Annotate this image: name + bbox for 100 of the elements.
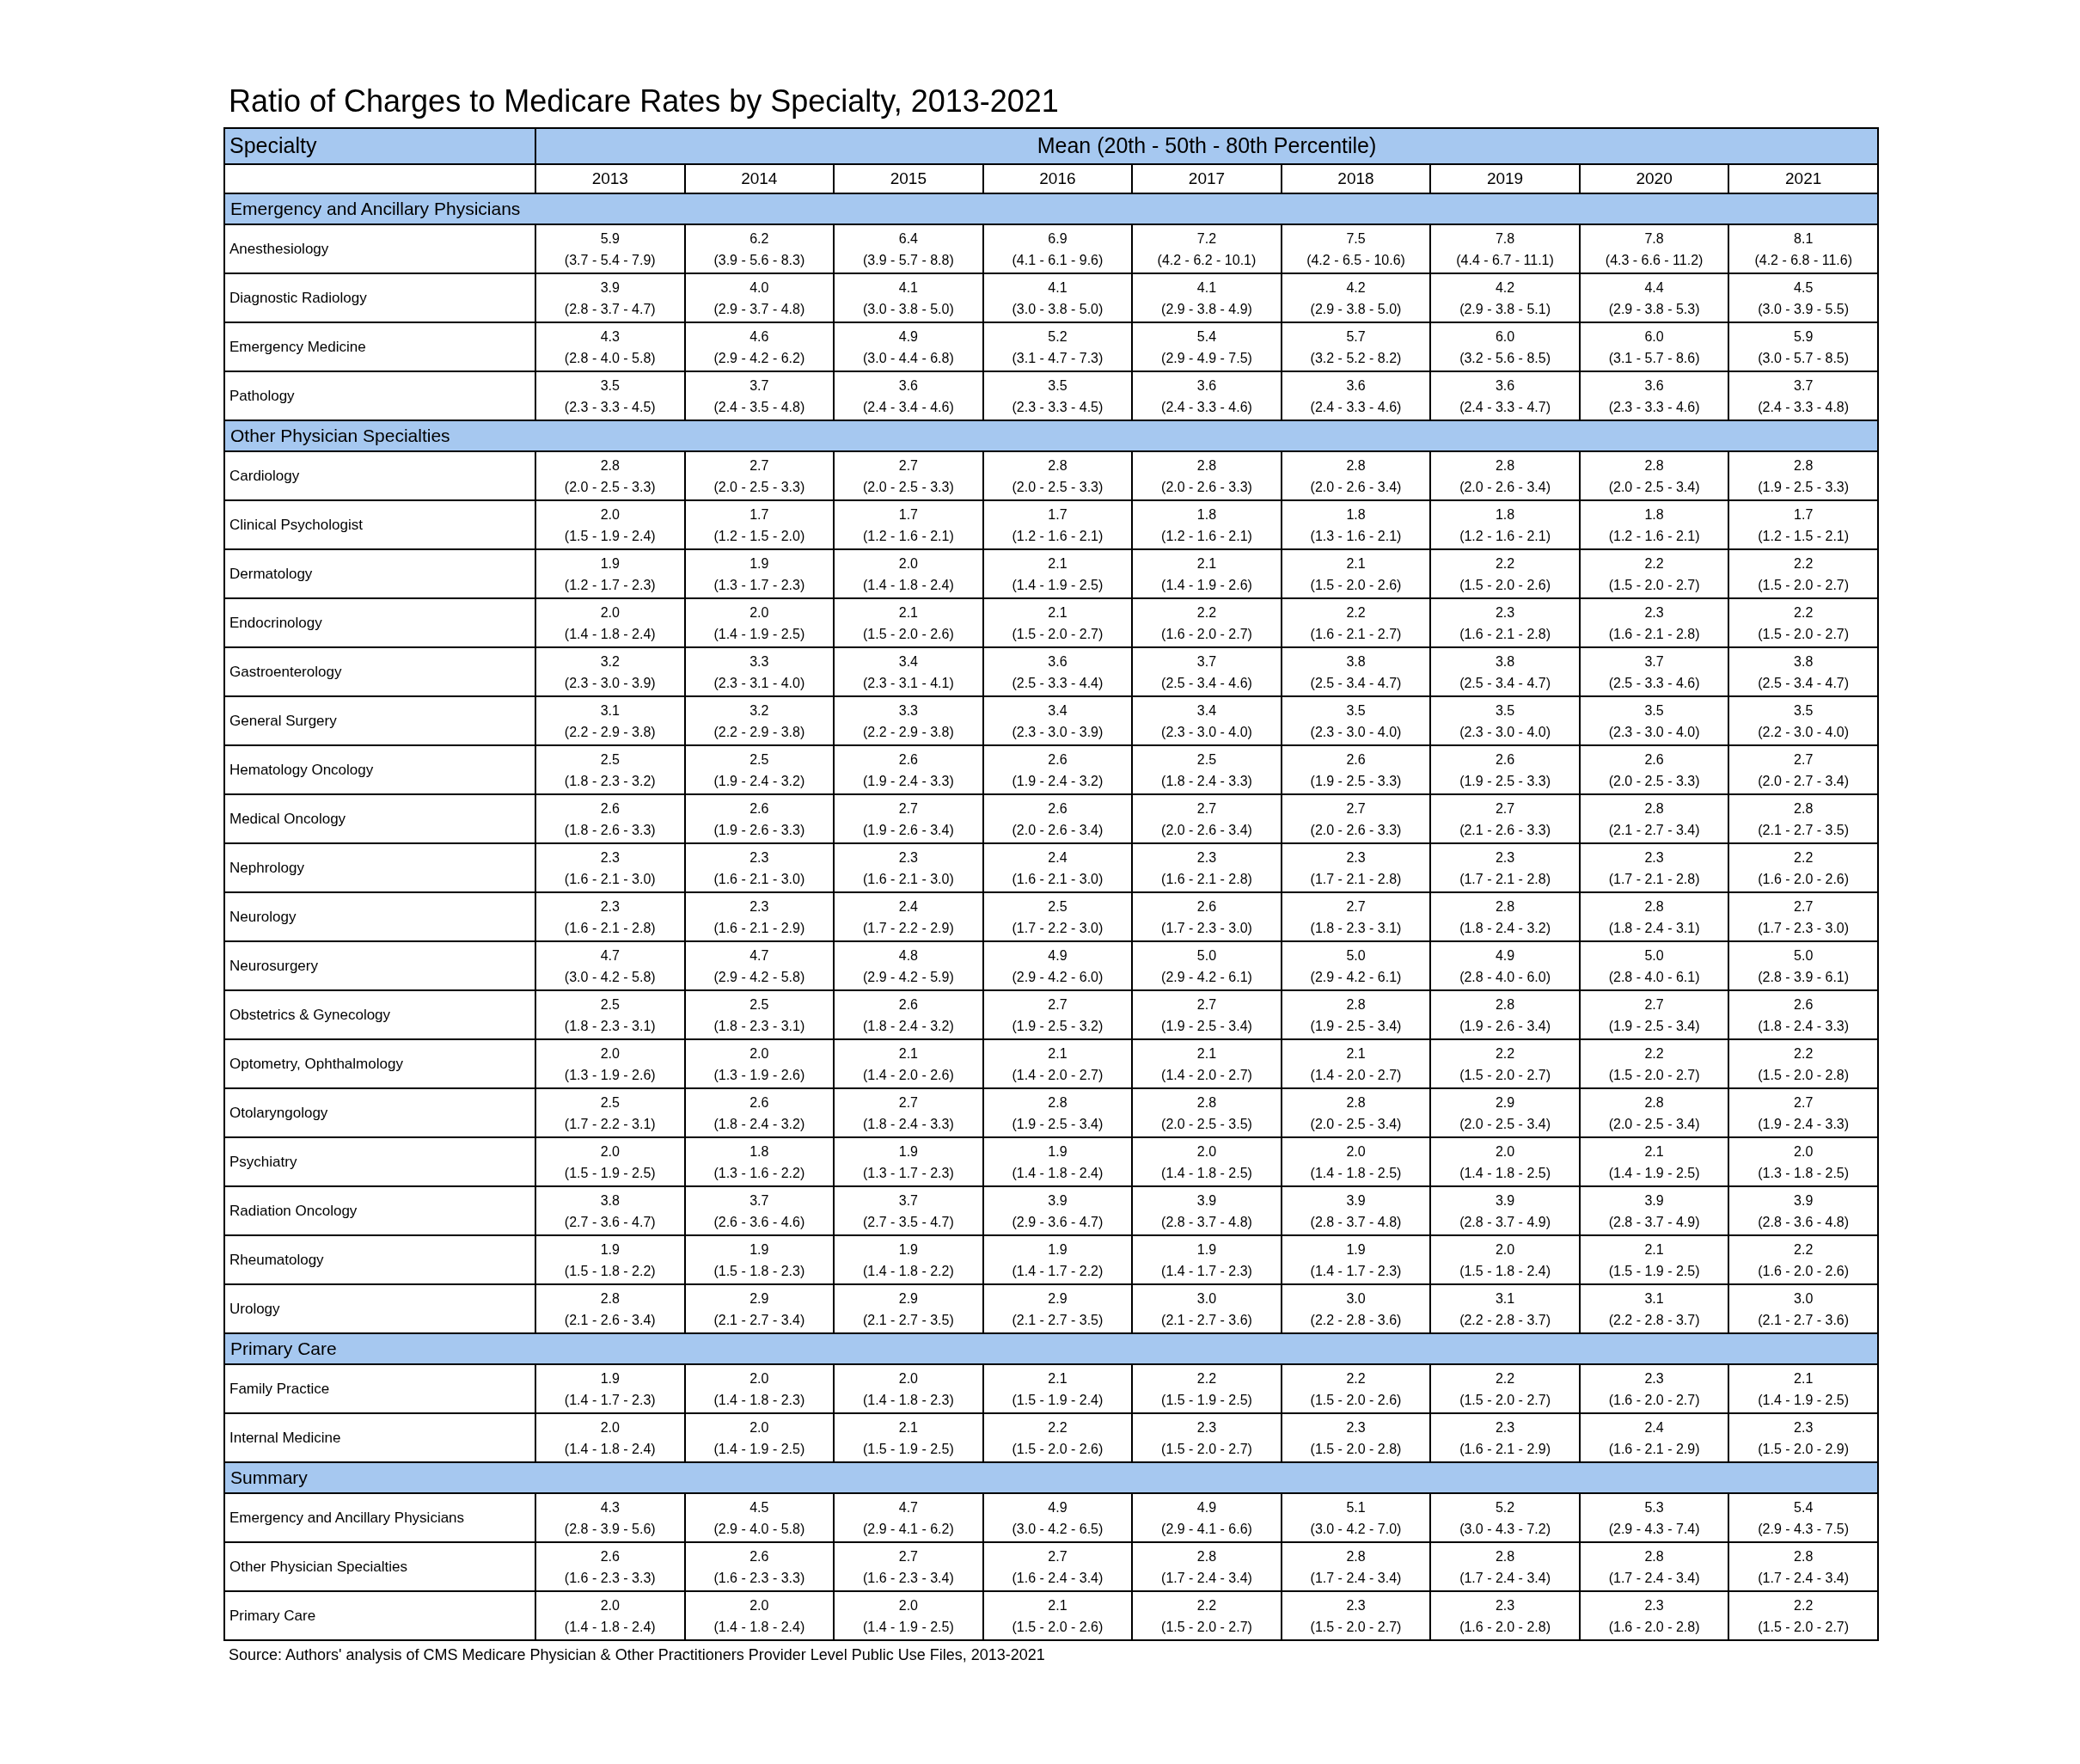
row-label: Cardiology bbox=[224, 451, 535, 500]
mean-value: 3.2 bbox=[749, 701, 770, 720]
section-header: Summary bbox=[224, 1462, 1878, 1493]
mean-value: 2.8 bbox=[599, 456, 621, 475]
percentile-range: (1.9 - 2.5 - 3.4) bbox=[1309, 1017, 1403, 1035]
row-label: Obstetrics & Gynecology bbox=[224, 990, 535, 1039]
mean-value: 5.9 bbox=[599, 230, 621, 248]
mean-value: 2.8 bbox=[1793, 799, 1814, 818]
mean-value: 1.9 bbox=[897, 1142, 919, 1161]
percentile-range: (1.9 - 2.5 - 3.2) bbox=[1011, 1017, 1104, 1035]
mean-value: 2.2 bbox=[1793, 554, 1814, 573]
percentile-range: (2.6 - 3.6 - 4.6) bbox=[713, 1213, 806, 1231]
row-label: Otolaryngology bbox=[224, 1088, 535, 1137]
mean-value: 2.8 bbox=[1345, 995, 1367, 1014]
percentile-range: (1.5 - 2.0 - 2.9) bbox=[1757, 1440, 1851, 1458]
percentile-range: (1.6 - 2.0 - 2.7) bbox=[1607, 1391, 1701, 1409]
percentile-range: (2.9 - 4.1 - 6.2) bbox=[861, 1520, 955, 1538]
mean-value: 2.3 bbox=[1494, 1596, 1516, 1614]
percentile-range: (1.4 - 1.8 - 2.3) bbox=[861, 1391, 955, 1409]
percentile-range: (3.0 - 4.3 - 7.2) bbox=[1459, 1520, 1551, 1538]
percentile-range: (1.5 - 2.0 - 2.6) bbox=[861, 625, 955, 643]
mean-value: 2.8 bbox=[1345, 456, 1367, 475]
percentile-range: (2.3 - 3.0 - 4.0) bbox=[1309, 723, 1403, 741]
row-label: Emergency Medicine bbox=[224, 322, 535, 371]
percentile-range: (1.9 - 2.5 - 3.3) bbox=[1309, 772, 1403, 790]
mean-value: 4.7 bbox=[599, 946, 621, 965]
mean-value: 2.3 bbox=[1643, 1596, 1665, 1614]
percentile-range: (2.8 - 3.9 - 6.1) bbox=[1757, 968, 1851, 986]
percentile-range: (1.5 - 2.0 - 2.7) bbox=[1160, 1618, 1253, 1636]
percentile-range: (1.7 - 2.2 - 3.0) bbox=[1011, 919, 1104, 937]
mean-value: 2.1 bbox=[1196, 1044, 1218, 1063]
percentile-range: (3.2 - 5.2 - 8.2) bbox=[1309, 349, 1403, 367]
percentile-range: (1.4 - 1.8 - 2.4) bbox=[563, 625, 657, 643]
mean-value: 2.1 bbox=[1345, 554, 1367, 573]
mean-value: 2.2 bbox=[1345, 603, 1367, 622]
mean-value: 3.8 bbox=[599, 1191, 621, 1210]
percentile-range: (1.3 - 1.6 - 2.2) bbox=[713, 1164, 806, 1182]
mean-value: 2.5 bbox=[599, 750, 621, 769]
mean-value: 2.2 bbox=[1793, 848, 1814, 867]
percentile-range: (1.4 - 1.8 - 2.4) bbox=[713, 1618, 806, 1636]
mean-value: 2.0 bbox=[749, 1369, 770, 1387]
mean-value: 3.8 bbox=[1494, 652, 1516, 671]
percentile-range: (3.9 - 5.7 - 8.8) bbox=[861, 251, 955, 269]
percentile-range: (1.5 - 2.0 - 2.7) bbox=[1757, 625, 1851, 643]
percentile-range: (1.4 - 1.8 - 2.4) bbox=[861, 576, 955, 594]
mean-value: 2.8 bbox=[1643, 1093, 1665, 1112]
mean-value: 2.6 bbox=[599, 1547, 621, 1565]
percentile-range: (1.5 - 2.0 - 2.7) bbox=[1011, 625, 1104, 643]
mean-value: 5.7 bbox=[1345, 328, 1367, 346]
mean-value: 2.2 bbox=[1643, 554, 1665, 573]
percentile-range: (2.9 - 3.8 - 5.0) bbox=[1309, 300, 1403, 318]
mean-value: 5.4 bbox=[1793, 1498, 1814, 1516]
percentile-range: (2.5 - 3.4 - 4.7) bbox=[1757, 674, 1851, 692]
mean-value: 3.4 bbox=[1047, 701, 1068, 720]
percentile-range: (3.0 - 5.7 - 8.5) bbox=[1757, 349, 1851, 367]
percentile-range: (2.0 - 2.5 - 3.3) bbox=[861, 478, 955, 496]
mean-value: 2.1 bbox=[1047, 1044, 1068, 1063]
mean-value: 2.4 bbox=[897, 897, 919, 916]
mean-value: 2.7 bbox=[1793, 1093, 1814, 1112]
percentile-range: (1.2 - 1.6 - 2.1) bbox=[1160, 527, 1253, 545]
mean-value: 2.8 bbox=[1196, 1547, 1218, 1565]
mean-value: 2.3 bbox=[1643, 848, 1665, 867]
mean-value: 2.7 bbox=[1047, 995, 1068, 1014]
mean-value: 2.1 bbox=[1047, 603, 1068, 622]
mean-value: 2.7 bbox=[1345, 897, 1367, 916]
mean-value: 4.7 bbox=[749, 946, 770, 965]
percentile-range: (1.9 - 2.5 - 3.4) bbox=[1607, 1017, 1701, 1035]
percentile-range: (1.7 - 2.4 - 3.4) bbox=[1160, 1569, 1253, 1587]
mean-value: 2.0 bbox=[749, 1044, 770, 1063]
percentile-range: (1.8 - 2.6 - 3.3) bbox=[563, 821, 657, 839]
percentile-range: (1.7 - 2.1 - 2.8) bbox=[1607, 870, 1701, 888]
mean-value: 4.2 bbox=[1345, 279, 1367, 297]
percentile-range: (1.6 - 2.1 - 2.8) bbox=[1607, 625, 1701, 643]
percentile-range: (2.9 - 4.2 - 6.2) bbox=[713, 349, 806, 367]
mean-value: 4.9 bbox=[1196, 1498, 1218, 1516]
percentile-range: (2.2 - 2.9 - 3.8) bbox=[861, 723, 955, 741]
mean-value: 2.0 bbox=[749, 603, 770, 622]
mean-value: 2.2 bbox=[1196, 603, 1218, 622]
mean-value: 2.3 bbox=[1345, 1596, 1367, 1614]
percentile-range: (1.7 - 2.1 - 2.8) bbox=[1309, 870, 1403, 888]
percentile-range: (1.5 - 2.0 - 2.6) bbox=[1011, 1618, 1104, 1636]
percentile-range: (3.0 - 4.4 - 6.8) bbox=[861, 349, 955, 367]
mean-value: 2.3 bbox=[1196, 1418, 1218, 1436]
percentile-range: (2.8 - 3.7 - 4.7) bbox=[563, 300, 657, 318]
mean-value: 2.8 bbox=[1494, 456, 1516, 475]
mean-value: 2.1 bbox=[1196, 554, 1218, 573]
mean-value: 2.7 bbox=[749, 456, 770, 475]
percentile-range: (2.3 - 3.3 - 4.6) bbox=[1607, 398, 1701, 416]
mean-value: 5.3 bbox=[1643, 1498, 1665, 1516]
percentile-range: (2.8 - 3.7 - 4.9) bbox=[1459, 1213, 1551, 1231]
percentile-range: (1.5 - 1.9 - 2.4) bbox=[1011, 1391, 1104, 1409]
percentile-range: (1.9 - 2.4 - 3.2) bbox=[713, 772, 806, 790]
percentile-range: (1.6 - 2.1 - 3.0) bbox=[563, 870, 657, 888]
mean-value: 3.9 bbox=[1345, 1191, 1367, 1210]
mean-value: 2.3 bbox=[1793, 1418, 1814, 1436]
mean-value: 2.3 bbox=[1494, 603, 1516, 622]
mean-value: 2.2 bbox=[1494, 554, 1516, 573]
mean-value: 2.7 bbox=[1196, 995, 1218, 1014]
mean-value: 2.3 bbox=[1494, 1418, 1516, 1436]
mean-value: 4.3 bbox=[599, 1498, 621, 1516]
